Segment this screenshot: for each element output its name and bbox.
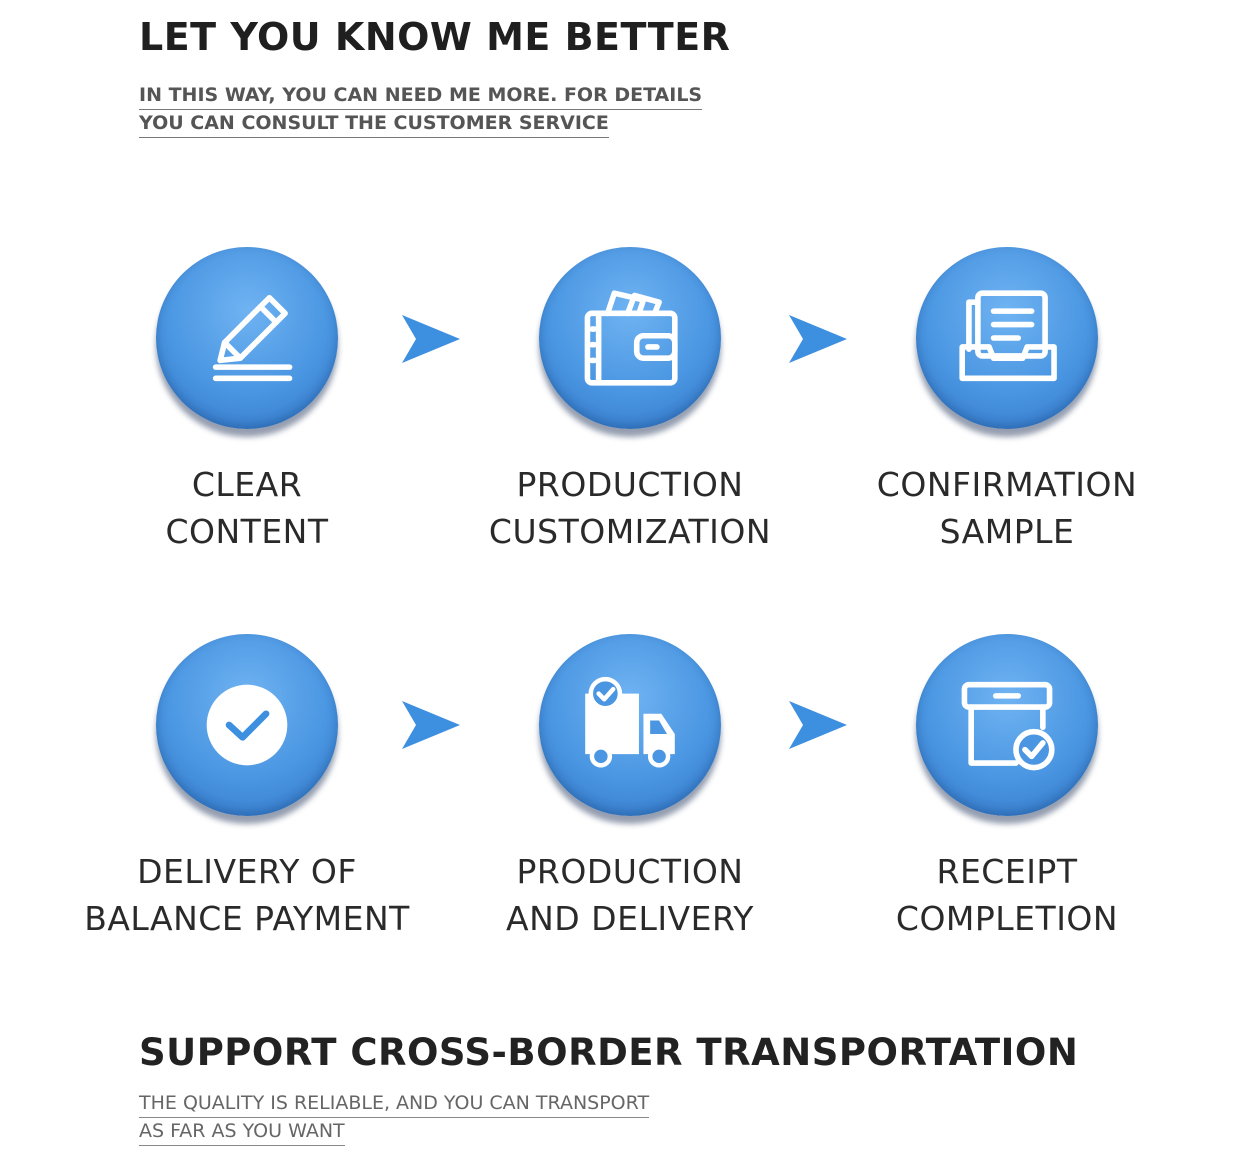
step-icon-circle [539,247,721,429]
step-icon-circle [916,634,1098,816]
header: LET YOU KNOW ME BETTER IN THIS WAY, YOU … [139,14,1039,138]
header-subtitle-line2: YOU CAN CONSULT THE CUSTOMER SERVICE [139,110,609,138]
step-production-customization: PRODUCTION CUSTOMIZATION [440,247,820,555]
step-receipt-completion: RECEIPT COMPLETION [817,634,1197,942]
check-circle-icon [206,684,288,766]
wallet-icon [584,290,678,386]
step-label: CONFIRMATION SAMPLE [876,465,1138,551]
header-subtitle-line1: IN THIS WAY, YOU CAN NEED ME MORE. FOR D… [139,82,703,110]
box-check-icon [961,681,1055,771]
step-label: PRODUCTION CUSTOMIZATION [488,465,772,551]
arrow-right-icon [402,701,460,749]
delivery-truck-icon [585,676,675,768]
footer-subtitle: THE QUALITY IS RELIABLE, AND YOU CAN TRA… [139,1090,1139,1146]
arrow-right-icon [789,315,847,363]
header-subtitle: IN THIS WAY, YOU CAN NEED ME MORE. FOR D… [139,82,1039,138]
footer: SUPPORT CROSS-BORDER TRANSPORTATION THE … [139,1030,1139,1146]
step-label: PRODUCTION AND DELIVERY [506,852,754,938]
arrow-right-icon [789,701,847,749]
step-delivery-balance-payment: DELIVERY OF BALANCE PAYMENT [57,634,437,942]
step-icon-circle [156,634,338,816]
arrow-right-icon [402,315,460,363]
step-clear-content: CLEAR CONTENT [57,247,437,555]
document-tray-icon [959,290,1057,382]
step-icon-circle [156,247,338,429]
step-confirmation-sample: CONFIRMATION SAMPLE [817,247,1197,555]
step-icon-circle [916,247,1098,429]
step-label: RECEIPT COMPLETION [895,852,1119,938]
step-label: CLEAR CONTENT [165,465,329,551]
footer-subtitle-line1: THE QUALITY IS RELIABLE, AND YOU CAN TRA… [139,1090,650,1118]
pencil-icon [212,294,293,382]
step-production-and-delivery: PRODUCTION AND DELIVERY [440,634,820,942]
page-title: LET YOU KNOW ME BETTER [139,15,731,59]
footer-subtitle-line2: AS FAR AS YOU WANT [139,1118,345,1146]
footer-title: SUPPORT CROSS-BORDER TRANSPORTATION [139,1031,1079,1074]
step-icon-circle [539,634,721,816]
step-label: DELIVERY OF BALANCE PAYMENT [84,852,410,938]
